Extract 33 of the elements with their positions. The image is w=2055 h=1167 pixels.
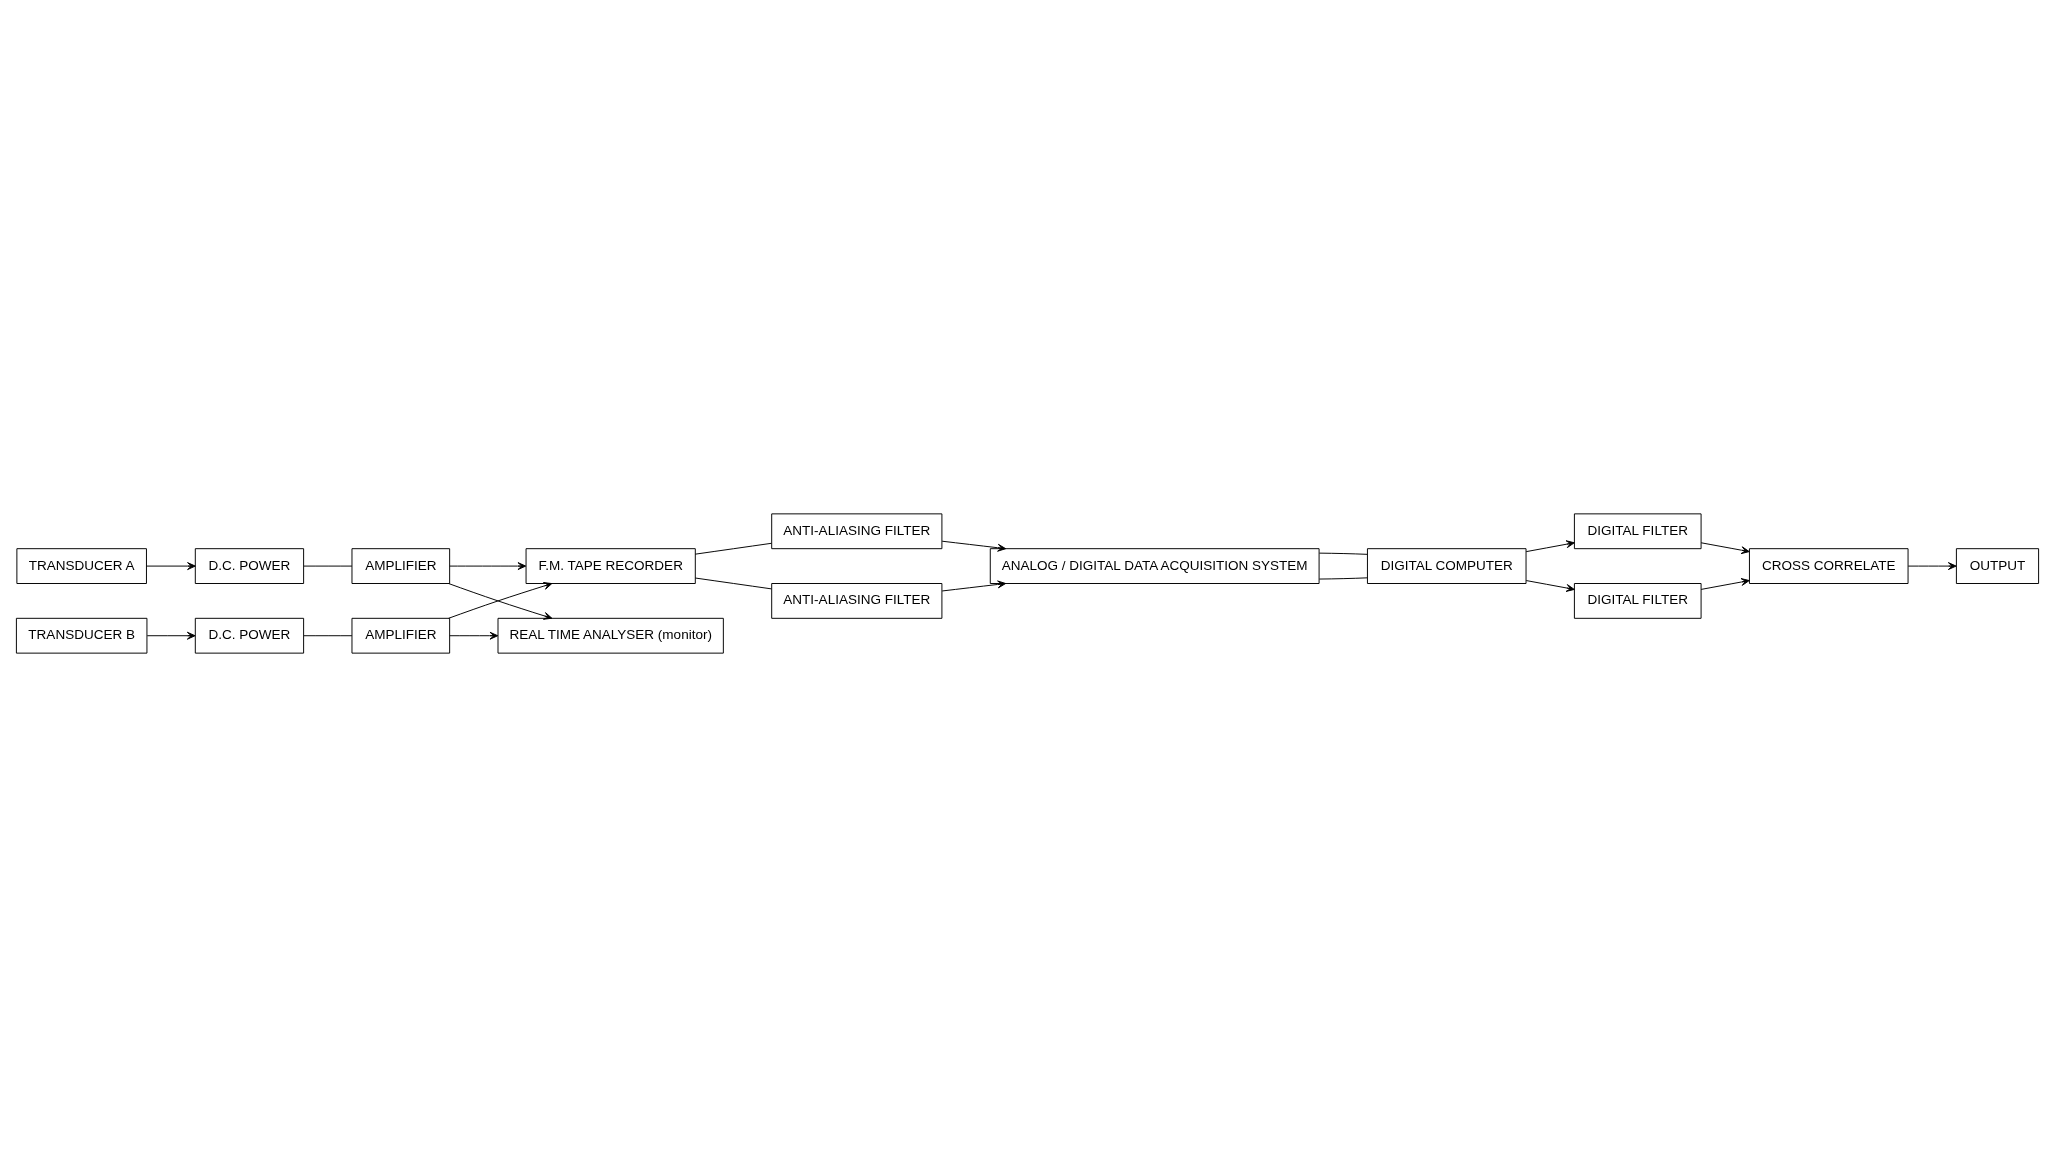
arrow [1525,580,1575,592]
node-box: OUTPUT [1955,548,2040,584]
arrow [449,562,527,571]
connector [303,635,353,637]
arrow [941,580,1007,592]
connector [303,565,353,567]
node-box: CROSS CORRELATE [1748,548,1909,584]
node-box: AMPLIFIER [351,617,451,654]
arrow [1525,540,1575,553]
connector [694,577,772,590]
node-box: DIGITAL FILTER [1573,513,1702,550]
connector [1318,577,1368,580]
connector [694,542,772,555]
arrow [1907,562,1957,571]
node-box: ANTI-ALIASING FILTER [771,583,943,619]
arrow [1700,578,1750,590]
arrow [941,540,1007,552]
node-box: DIGITAL FILTER [1573,583,1702,619]
node-box: ANTI-ALIASING FILTER [771,513,943,550]
arrow [449,631,499,640]
node-box: REAL TIME ANALYSER (monitor) [497,617,724,654]
node-box: D.C. POWER [194,617,305,654]
connector [1318,552,1368,555]
node-box: DIGITAL COMPUTER [1366,548,1527,584]
node-box: F.M. TAPE RECORDER [525,548,696,584]
arrow [1700,542,1750,555]
node-box: D.C. POWER [194,548,305,584]
arrow [146,631,196,640]
node-box: TRANSDUCER B [15,617,148,654]
arrow [146,562,196,571]
node-box: AMPLIFIER [351,548,451,584]
node-box: ANALOG / DIGITAL DATA ACQUISITION SYSTEM [989,548,1320,584]
node-box: TRANSDUCER A [16,548,147,584]
